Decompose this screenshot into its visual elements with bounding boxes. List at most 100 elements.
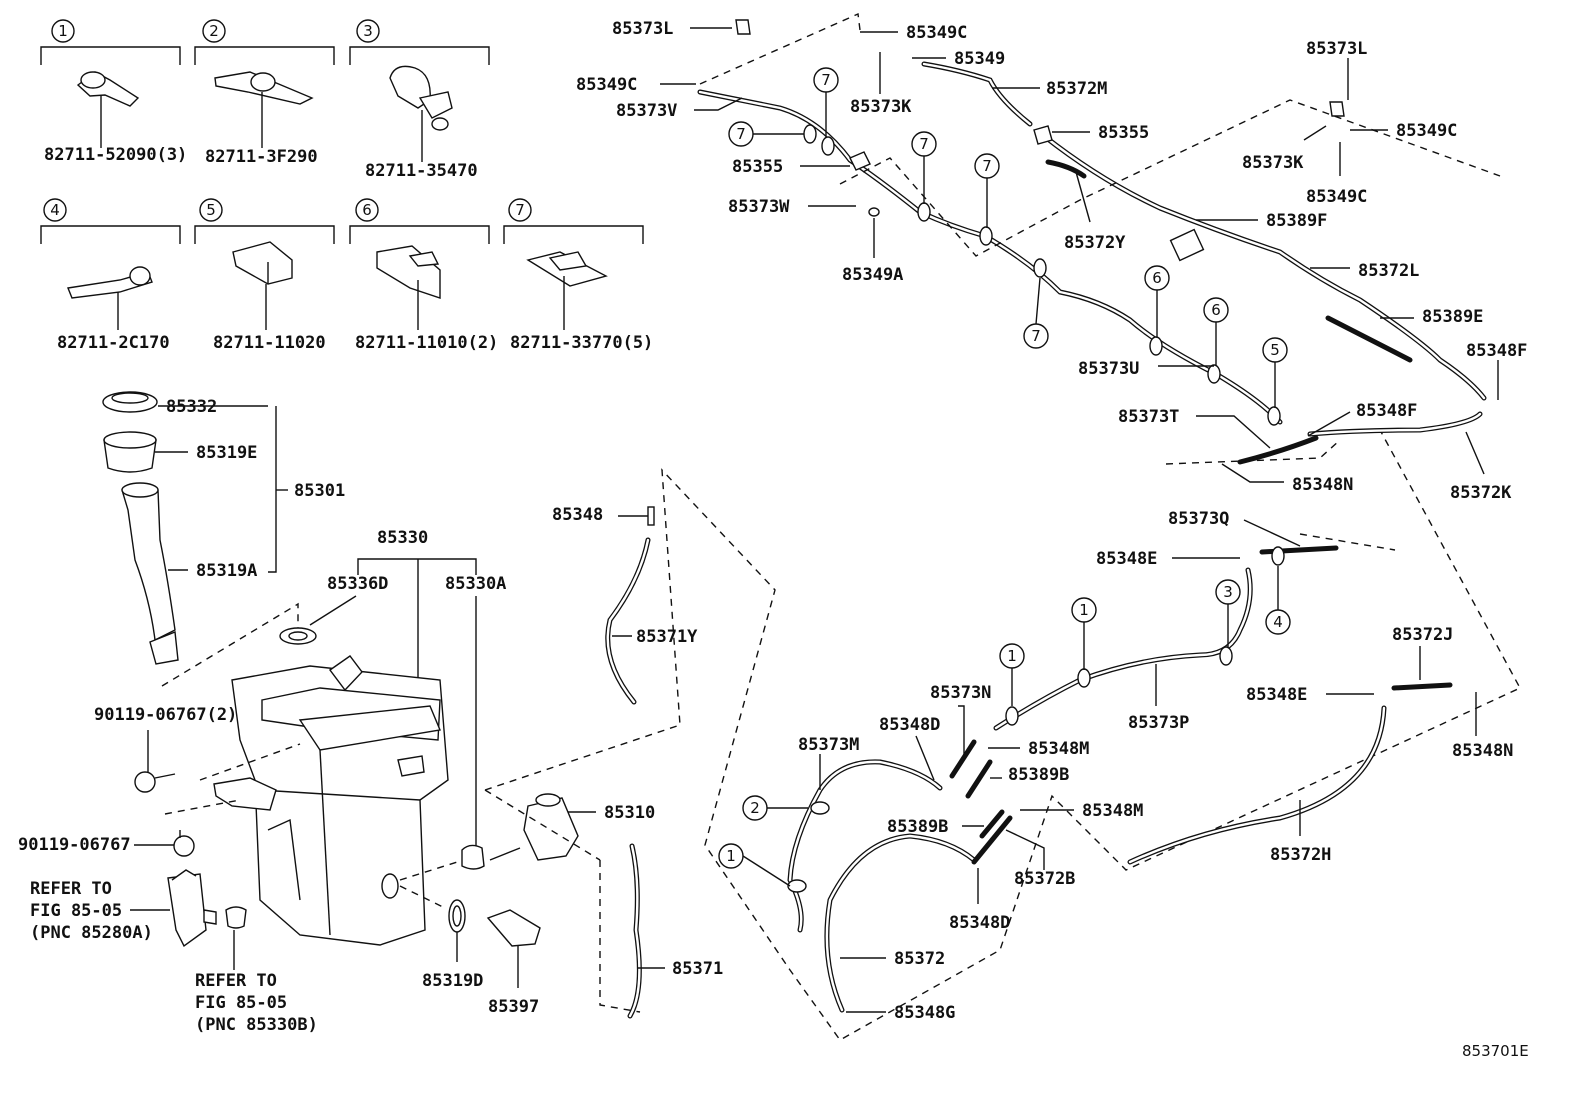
label-85371Y: 85371Y [636,627,698,647]
hose-clip-callouts: 7 7 7 7 7 6 6 5 3 4 1 1 2 1 [718,67,1291,869]
legend-callout-2: 2 [202,19,226,43]
callout-4: 4 [1265,609,1291,635]
label-85355-a: 85355 [1098,123,1149,143]
svg-text:5: 5 [1270,341,1280,359]
label-85372J: 85372J [1392,625,1453,645]
hose-85372: 85372 85348G 85348D [824,833,1010,1023]
label-85310: 85310 [604,803,655,823]
label-85373W: 85373W [728,197,790,217]
svg-text:7: 7 [919,135,929,153]
callout-3: 3 [1215,579,1241,605]
sensor-85397 [486,909,541,947]
legend-part-4: 82711-2C170 [57,333,170,353]
refer2-line2: FIG 85-05 [195,993,287,1013]
label-85371: 85371 [672,959,723,979]
clip-6-drawing [376,245,441,330]
callout-1-a: 1 [1071,597,1097,623]
legend-callout-4: 4 [43,198,67,222]
label-90119-a: 90119-06767(2) [94,705,237,725]
svg-text:3: 3 [1223,583,1233,601]
callout-6-b: 6 [1203,297,1229,366]
label-85372B: 85372B [1014,869,1075,889]
label-85373L-a: 85373L [612,19,673,39]
label-85373P: 85373P [1128,713,1189,733]
label-85330A: 85330A [445,574,506,594]
label-85319D: 85319D [422,971,483,991]
label-85330: 85330 [377,528,428,548]
callout-6-a: 6 [1144,265,1170,338]
hose-85371Y: 85348 85371Y [552,505,698,705]
label-85348D-a: 85348D [879,715,940,735]
legend-part-5: 82711-11020 [213,333,326,353]
refer2-line1: REFER TO [195,971,277,991]
refer1-line2: FIG 85-05 [30,901,122,921]
clip-4-drawing [67,266,153,330]
label-85332: 85332 [166,397,217,417]
grommet-85330A [461,844,485,870]
refer2-line3: (PNC 85330B) [195,1015,318,1035]
label-85301: 85301 [294,481,345,501]
clip-legend: 1 2 3 4 5 6 7 [40,19,653,353]
svg-text:1: 1 [58,22,68,40]
figure-id: 853701E [1462,1042,1529,1060]
label-85373V: 85373V [616,101,677,121]
label-85373T: 85373T [1118,407,1179,427]
legend-part-3: 82711-35470 [365,161,478,181]
legend-part-7: 82711-33770(5) [510,333,653,353]
legend-callout-5: 5 [199,198,223,222]
svg-text:4: 4 [1273,613,1283,631]
callout-1-b: 1 [999,643,1025,669]
label-85372K: 85372K [1450,483,1512,503]
legend-part-6: 82711-11010(2) [355,333,498,353]
callout-7-e: 7 [1023,277,1049,349]
label-85319E: 85319E [196,443,257,463]
label-85348N-a: 85348N [1292,475,1353,495]
callout-7-d: 7 [974,153,1000,228]
svg-text:6: 6 [362,201,372,219]
label-85348M-b: 85348M [1082,801,1143,821]
label-85348N-b: 85348N [1452,741,1513,761]
clip-5-drawing [232,241,293,330]
filler-neck-assembly: 85332 85319E 85301 85319A [102,391,345,687]
label-85348E-a: 85348E [1096,549,1157,569]
small-parts-lower: 85319D 85397 85310 [422,793,655,1017]
label-85373U: 85373U [1078,359,1139,379]
svg-text:7: 7 [515,201,525,219]
label-85372: 85372 [894,949,945,969]
boundary-dash-right [484,429,1521,1041]
svg-text:2: 2 [750,799,760,817]
label-85373K-a: 85373K [850,97,912,117]
label-85373K-b: 85373K [1242,153,1304,173]
label-85336D: 85336D [327,574,388,594]
callout-1-c: 1 [718,843,744,869]
svg-text:5: 5 [206,201,216,219]
label-85373L-b: 85373L [1306,39,1367,59]
label-85349C-c: 85349C [1396,121,1457,141]
legend-callout-6: 6 [355,198,379,222]
svg-text:3: 3 [363,22,373,40]
bolts: 90119-06767(2) 90119-06767 [18,705,237,857]
pipe-85319A [121,484,176,642]
svg-text:2: 2 [209,22,219,40]
svg-text:6: 6 [1211,301,1221,319]
label-85348F-a: 85348F [1466,341,1527,361]
label-85372H: 85372H [1270,845,1331,865]
label-85349A: 85349A [842,265,903,285]
refer1-line1: REFER TO [30,879,112,899]
svg-text:7: 7 [736,125,746,143]
legend-callout-7: 7 [508,198,532,222]
label-85372M: 85372M [1046,79,1107,99]
legend-part-1: 82711-52090(3) [44,145,187,165]
washer-reservoir: 85330 85336D 85330A [164,528,506,946]
svg-text:1: 1 [1007,647,1017,665]
callout-7-c: 7 [911,131,937,204]
clip-7-drawing [526,251,608,330]
label-85373M: 85373M [798,735,859,755]
clip-2-drawing [214,71,314,148]
hose-85373P: 85373P 85373N 85348M 85389B [930,567,1253,799]
hose-85371: 85371 [627,843,723,1019]
label-85397: 85397 [488,997,539,1017]
hose-85389B-b: 85389B 85348M 85372B [887,801,1143,889]
washer-motor-ref: REFER TO FIG 85-05 (PNC 85280A) REFER TO… [30,869,318,1035]
